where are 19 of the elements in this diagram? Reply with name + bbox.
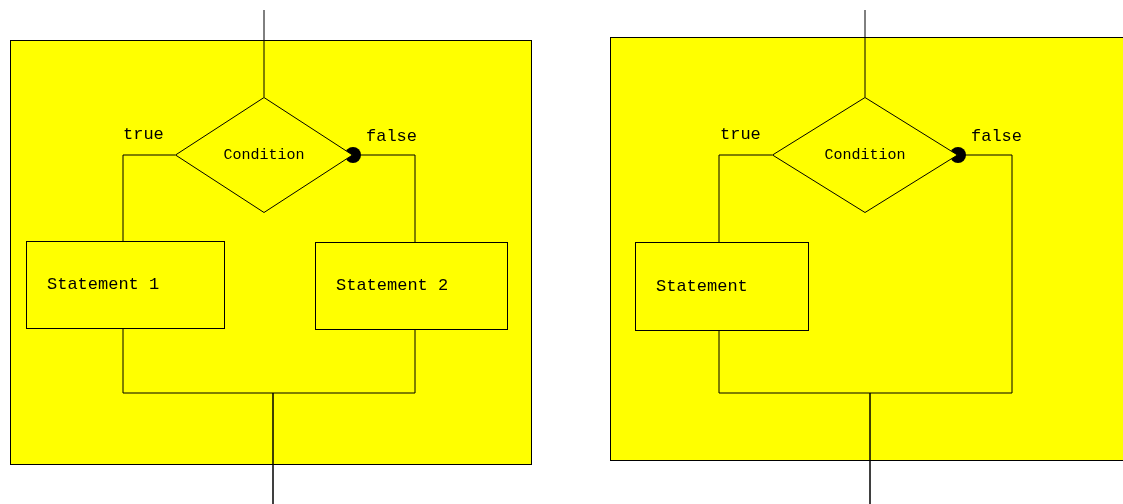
condition-text: Condition	[824, 147, 906, 163]
connector-line	[864, 9, 866, 98]
decision-diamond	[175, 97, 353, 213]
process-box	[315, 242, 508, 330]
panel-background	[10, 40, 532, 465]
process-box	[635, 242, 809, 331]
connector-line	[718, 154, 773, 243]
statement-text: Statement 1	[47, 274, 160, 297]
connector-line	[263, 9, 265, 98]
process-box	[26, 241, 225, 329]
connector-line	[718, 330, 871, 504]
connector-line	[122, 154, 176, 242]
panel-background	[610, 37, 1123, 461]
statement-text: Statement	[656, 275, 748, 298]
connector-line	[272, 329, 416, 504]
decision-diamond	[772, 97, 958, 213]
statement-text: Statement 2	[336, 275, 449, 298]
condition-text: Condition	[223, 147, 305, 163]
connector-line	[345, 147, 416, 243]
